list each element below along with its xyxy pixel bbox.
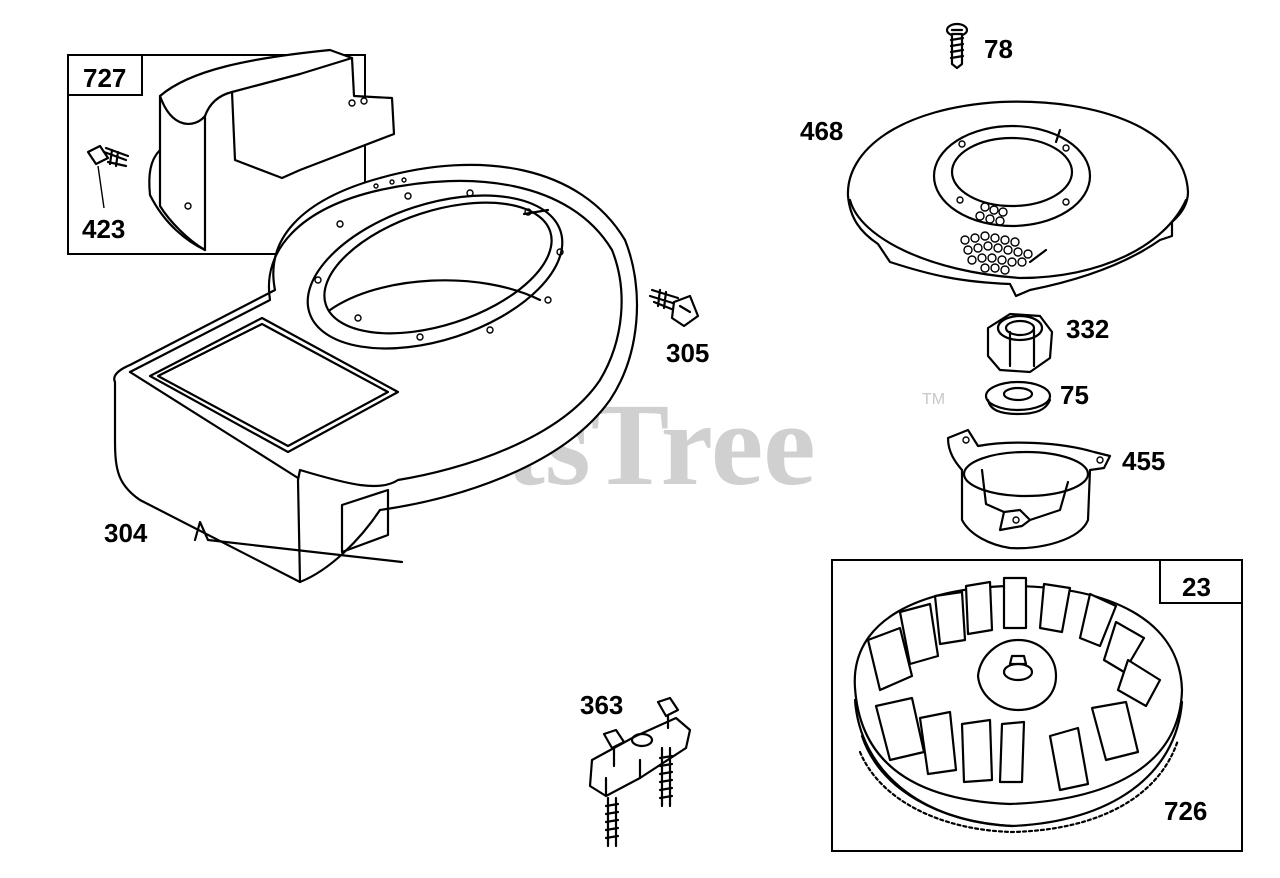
callout-75: 75 [1060, 380, 1089, 410]
starter-cup-part-455 [946, 428, 1112, 550]
callout-332: 332 [1066, 314, 1109, 344]
screw-part-305 [648, 288, 700, 328]
screen-part-468 [846, 100, 1190, 298]
callout-305: 305 [666, 338, 709, 368]
callout-78: 78 [984, 34, 1013, 64]
baffle-part-727 [148, 48, 396, 252]
callout-363: 363 [580, 690, 623, 720]
flywheel-part-726 [853, 576, 1184, 834]
screw-part-423 [86, 144, 130, 209]
callout-727: 727 [83, 63, 126, 93]
callout-423: 423 [82, 214, 125, 244]
callout-455: 455 [1122, 446, 1165, 476]
callout-23: 23 [1182, 572, 1211, 602]
box-727 [67, 54, 366, 255]
bracket-part-363 [588, 696, 692, 848]
nut-part-332 [986, 312, 1054, 374]
box-23 [831, 559, 1243, 852]
washer-part-75 [984, 380, 1052, 416]
callout-468: 468 [800, 116, 843, 146]
screw-part-78 [945, 22, 969, 70]
callout-726: 726 [1164, 796, 1207, 826]
blower-housing-part-304 [113, 163, 639, 584]
watermark-trademark: TM [922, 391, 945, 408]
callout-304: 304 [104, 518, 148, 548]
